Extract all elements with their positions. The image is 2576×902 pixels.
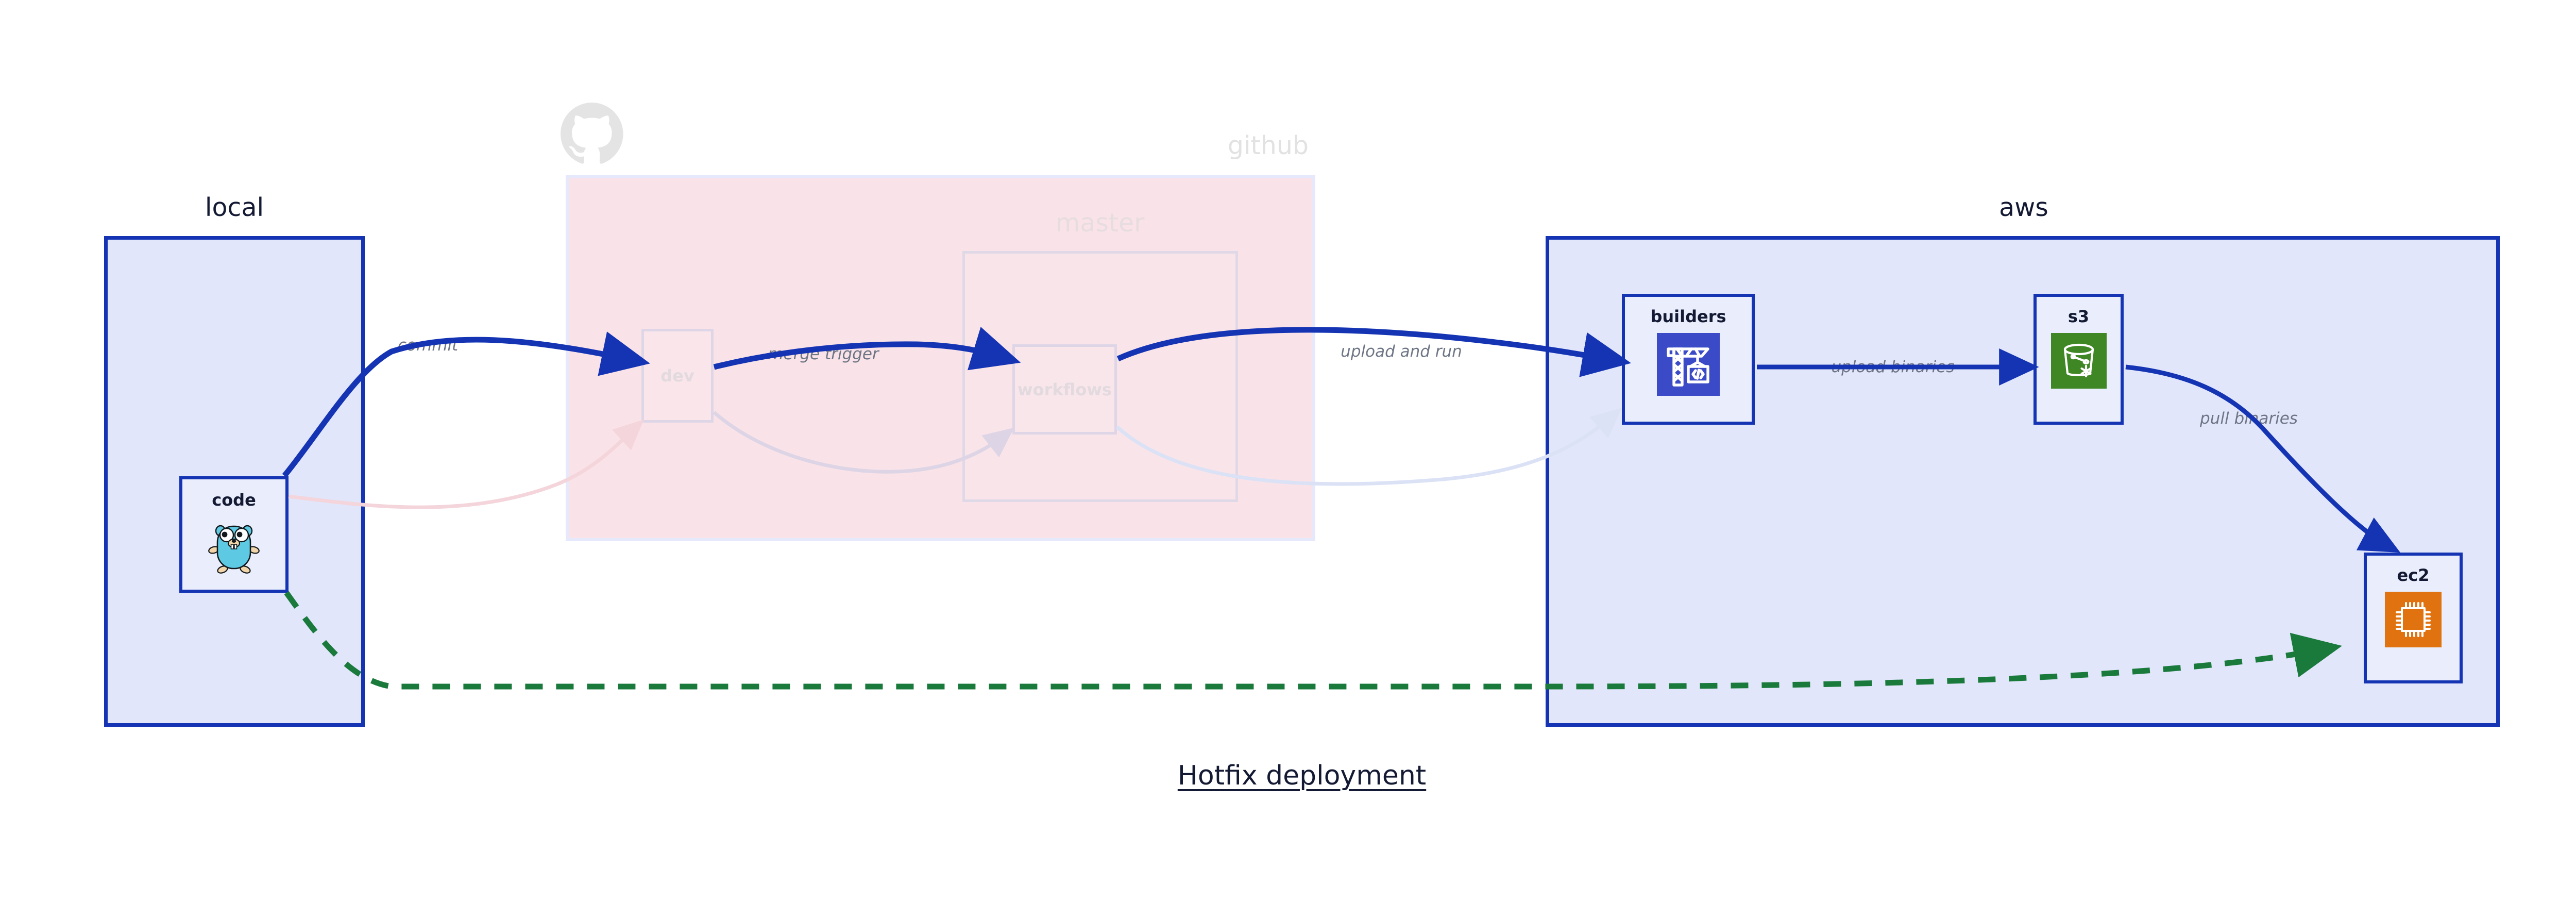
faded-edge-dev-workflows	[713, 411, 1014, 474]
node-dev-label: dev	[660, 366, 694, 386]
node-code-label: code	[212, 490, 256, 510]
group-master[interactable]	[962, 251, 1238, 502]
diagram-title: Hotfix deployment	[1177, 760, 1427, 791]
node-ec2-label: ec2	[2397, 565, 2430, 585]
node-code[interactable]: code	[179, 476, 289, 593]
edge-merge-trigger[interactable]	[713, 327, 1021, 371]
node-s3[interactable]: s3	[2033, 294, 2124, 425]
edge-commit[interactable]	[282, 331, 650, 478]
node-ec2[interactable]: ec2	[2364, 553, 2463, 683]
node-builders-label: builders	[1650, 307, 1726, 326]
aws-s3-bucket-icon	[2050, 333, 2107, 389]
go-gopher-icon	[207, 517, 261, 575]
faded-edge-code-dev	[288, 420, 644, 509]
edge-hotfix-direct[interactable]	[284, 591, 2342, 690]
edge-upload-and-run[interactable]	[1116, 327, 1632, 377]
aws-ec2-chip-icon	[2385, 592, 2442, 647]
node-s3-label: s3	[2067, 307, 2090, 326]
group-label-master: master	[1055, 208, 1145, 238]
node-dev[interactable]: dev	[641, 329, 714, 423]
group-label-aws: aws	[1999, 193, 2048, 222]
edge-label-pull-binaries: pull binaries	[2198, 411, 2300, 427]
edge-label-upload-and-run: upload and run	[1338, 344, 1464, 360]
group-github[interactable]	[566, 175, 1315, 541]
node-workflows[interactable]: workflows	[1012, 344, 1117, 435]
group-label-github: github	[1227, 131, 1309, 160]
aws-builders-crane-icon	[1657, 333, 1720, 396]
faded-edge-workflows-builders	[1115, 408, 1622, 486]
node-builders[interactable]: builders	[1622, 294, 1755, 425]
node-workflows-label: workflows	[1018, 379, 1112, 399]
group-label-local: local	[205, 193, 264, 222]
edge-pull-binaries[interactable]	[2125, 364, 2401, 553]
